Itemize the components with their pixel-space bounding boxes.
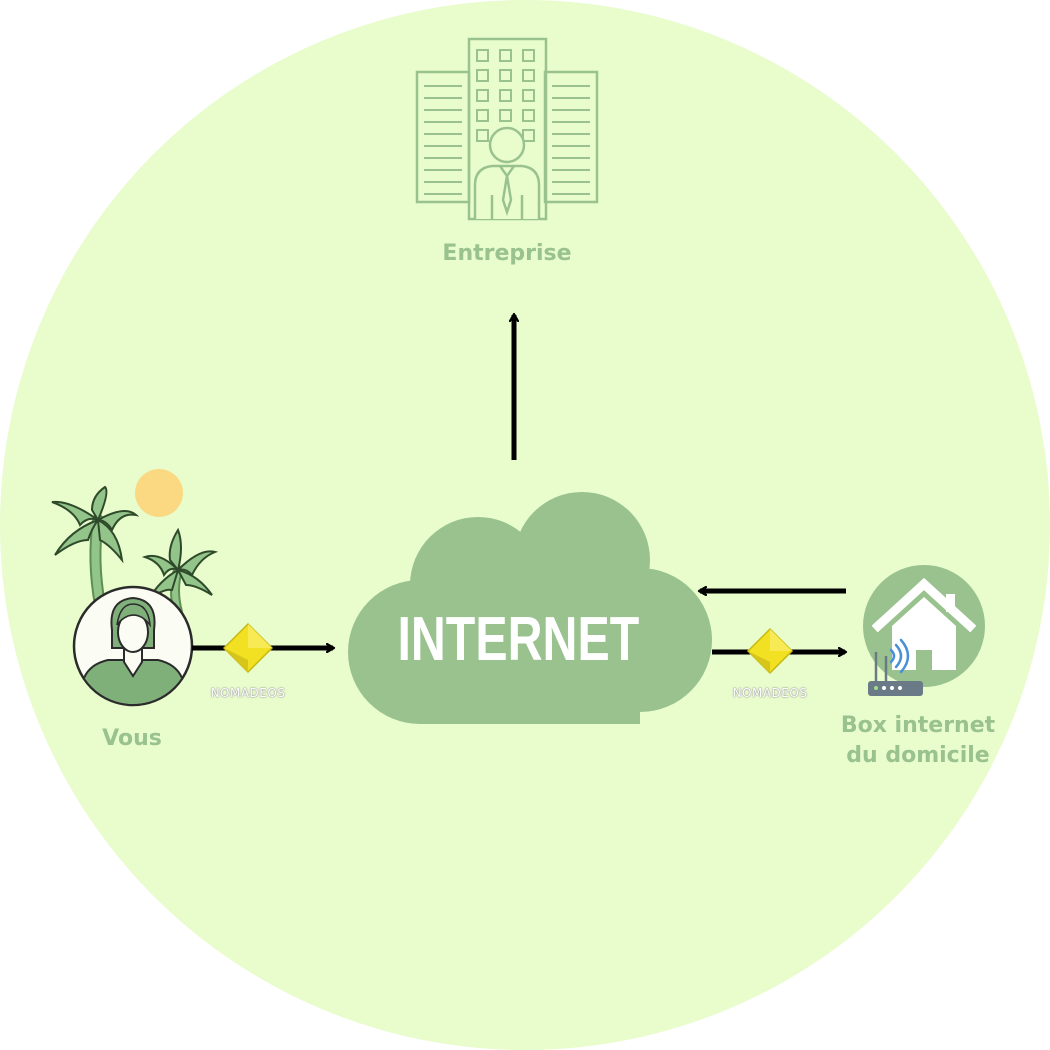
home-box-label: Box internet du domicile [818,711,1018,771]
nomadeos-brand-left: NOMADEOS [210,686,286,700]
home-router-icon [863,565,985,696]
user-avatar-icon [72,585,194,707]
nomadeos-device-icon-right [746,627,794,675]
home-box-label-text: Box internet du domicile [840,713,996,768]
user-label: Vous [102,726,162,751]
nomadeos-device-icon [222,622,274,674]
internet-label: INTERNET [397,605,640,674]
office-building-icon [415,37,599,221]
sun-icon [135,469,183,517]
enterprise-label: Entreprise [442,241,572,266]
nomadeos-brand-right: NOMADEOS [732,686,808,700]
cloud-icon [348,492,712,724]
